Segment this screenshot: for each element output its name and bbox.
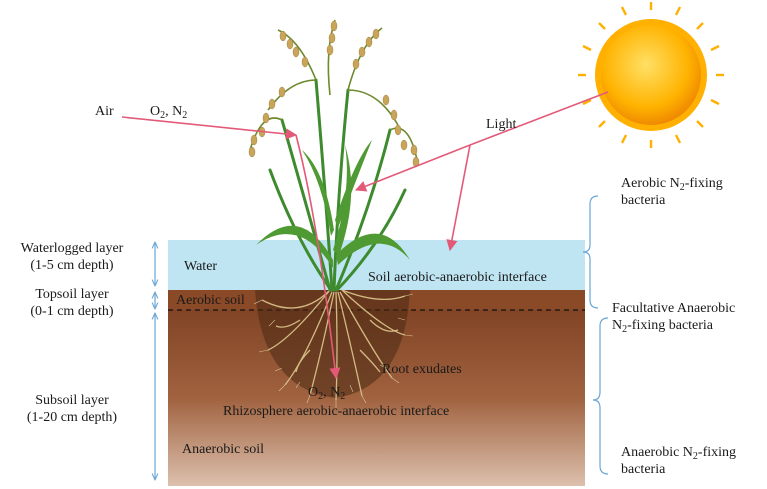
root-exudates-label: Root exudates bbox=[382, 361, 462, 378]
sun-icon bbox=[578, 2, 724, 148]
aerobic-soil-label: Aerobic soil bbox=[176, 292, 245, 309]
anaerobic-bacteria-label: Anaerobic N2-fixing bacteria bbox=[621, 444, 736, 478]
bacteria-brackets bbox=[583, 196, 608, 474]
waterlogged-layer-depth: (1-5 cm depth) bbox=[2, 257, 142, 274]
light-arrow-water bbox=[450, 145, 470, 250]
aerobic-bacteria-label: Aerobic N2-fixing bacteria bbox=[621, 175, 723, 209]
topsoil-layer-depth: (0-1 cm depth) bbox=[2, 303, 142, 320]
soil-interface-label: Soil aerobic-anaerobic interface bbox=[368, 269, 547, 286]
topsoil-layer-label: Topsoil layer (0-1 cm depth) bbox=[2, 286, 142, 320]
subsoil-layer-depth: (1-20 cm depth) bbox=[2, 409, 142, 426]
o2-n2-air-label: O2, N2 bbox=[150, 103, 187, 120]
anaerobic-soil-label: Anaerobic soil bbox=[182, 441, 264, 458]
light-label: Light bbox=[486, 116, 516, 133]
waterlogged-layer-label: Waterlogged layer (1-5 cm depth) bbox=[2, 240, 142, 274]
subsoil-layer-label: Subsoil layer (1-20 cm depth) bbox=[2, 392, 142, 426]
air-arrow bbox=[122, 117, 296, 135]
water-label: Water bbox=[184, 258, 217, 275]
topsoil-layer-name: Topsoil layer bbox=[2, 286, 142, 303]
o2-n2-root-label: O2, N2 bbox=[308, 384, 345, 401]
facultative-bacteria-label: Facultative Anaerobic N2-fixing bacteria bbox=[612, 300, 735, 334]
waterlogged-layer-name: Waterlogged layer bbox=[2, 240, 142, 257]
air-label: Air bbox=[95, 103, 114, 120]
subsoil-layer-name: Subsoil layer bbox=[2, 392, 142, 409]
rhizosphere-interface-label: Rhizosphere aerobic-anaerobic interface bbox=[223, 403, 449, 420]
